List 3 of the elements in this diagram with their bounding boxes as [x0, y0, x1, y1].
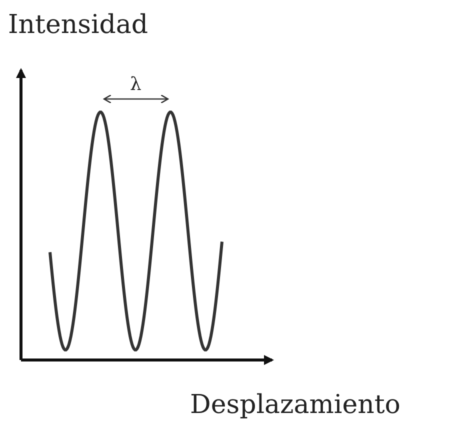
axis-label: Intensidad — [8, 12, 148, 38]
axis-label: Desplazamiento — [190, 392, 400, 418]
wavelength-symbol: λ — [130, 76, 142, 94]
